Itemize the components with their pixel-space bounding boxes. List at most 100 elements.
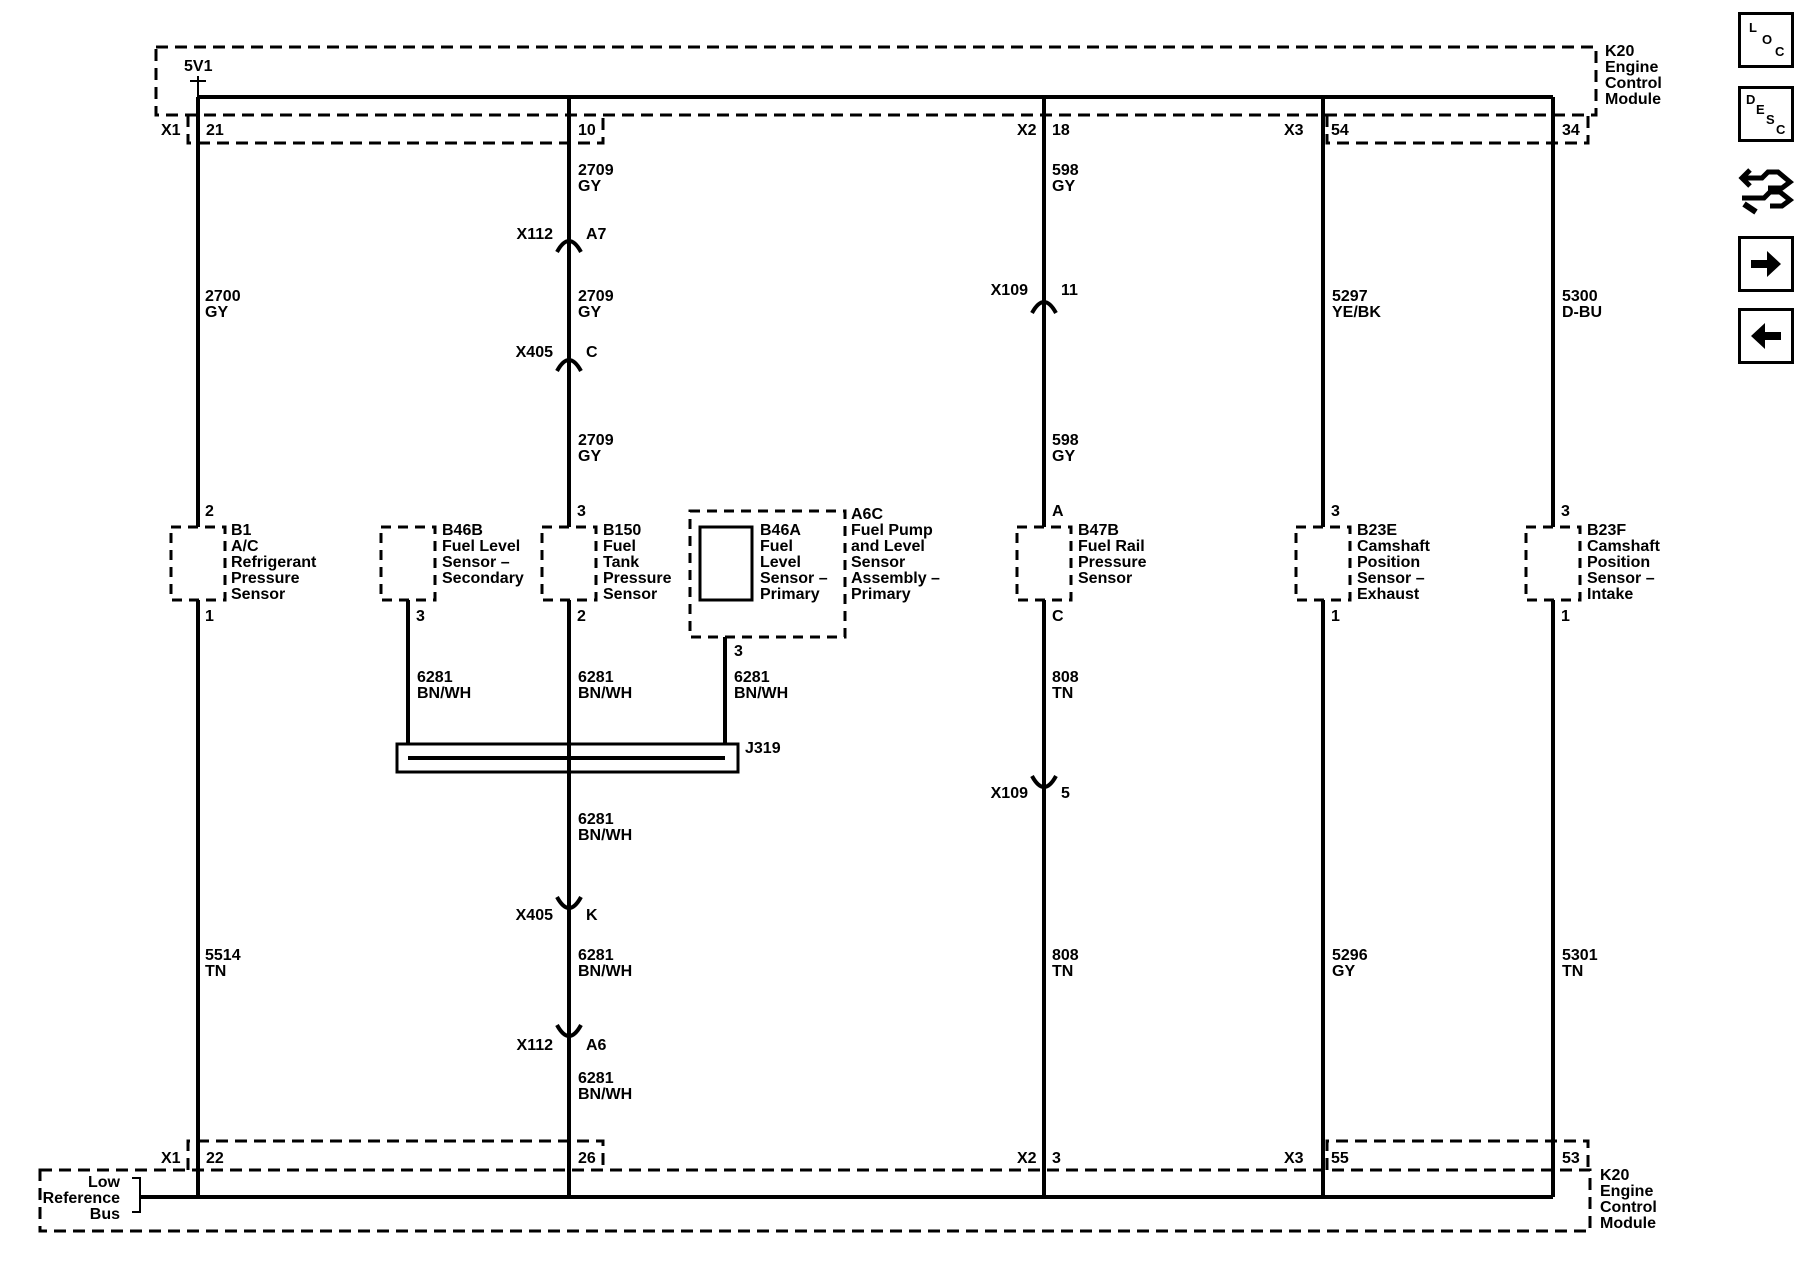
desc-button[interactable]: D E S C: [1738, 86, 1794, 142]
wire-808a-circuit: 808: [1052, 669, 1079, 686]
b47b-sensor-box: [1015, 525, 1073, 602]
b150-line-3: Pressure: [603, 570, 672, 587]
b47b-line-2: Pressure: [1078, 554, 1147, 571]
b1-pin-top: 2: [205, 503, 214, 520]
b47b-line-1: Fuel Rail: [1078, 538, 1145, 555]
prev-button[interactable]: [1738, 308, 1794, 364]
ecm-top-line-1: Engine: [1605, 59, 1658, 76]
ecm-bottom-line-1: Engine: [1600, 1183, 1653, 1200]
x112-top-connector: [555, 239, 583, 254]
wire-5296-color: GY: [1332, 963, 1355, 980]
b1-line-1: A/C: [231, 538, 259, 555]
loc-letter-l: L: [1749, 20, 1757, 35]
b23e-id: B23E: [1357, 522, 1397, 539]
x112-bottom-pin: A6: [586, 1037, 607, 1054]
x405-top-pin: C: [586, 344, 598, 361]
b23f-pin-top: 3: [1561, 503, 1570, 520]
top-x3-pin-34: 34: [1562, 122, 1580, 139]
x109-top-connector: [1030, 300, 1058, 315]
desc-letter-s: S: [1766, 112, 1775, 127]
ecm-top-line-2: Control: [1605, 75, 1662, 92]
b47b-pin-bottom: C: [1052, 608, 1064, 625]
b46a-sensor-box: [698, 525, 754, 602]
bottom-x2-pin-3: 3: [1052, 1150, 1061, 1167]
b23e-pin-top: 3: [1331, 503, 1340, 520]
b47b-id: B47B: [1078, 522, 1119, 539]
low-ref-line-3: Bus: [90, 1206, 120, 1223]
bottom-x1-pin-22: 22: [206, 1150, 224, 1167]
b46b-pin-bottom: 3: [416, 608, 425, 625]
wire-6281b-circuit: 6281: [578, 669, 614, 686]
wire-5296-circuit: 5296: [1332, 947, 1368, 964]
wire-2709c-circuit: 2709: [578, 432, 614, 449]
wire-2709b-color: GY: [578, 304, 601, 321]
ecm-bottom-x1-connector: [186, 1139, 605, 1170]
x112-top-name: X112: [517, 226, 554, 243]
wire-808a-color: TN: [1052, 685, 1073, 702]
top-x3-pin-54: 54: [1331, 122, 1349, 139]
b23f-line-3: Sensor –: [1587, 570, 1655, 587]
b46b-line-2: Sensor –: [442, 554, 510, 571]
ecm-top-name: K20: [1605, 43, 1634, 60]
tools-button[interactable]: [1738, 160, 1794, 216]
a6c-id: A6C: [851, 506, 883, 523]
b1-line-3: Pressure: [231, 570, 300, 587]
a6c-line-2: and Level: [851, 538, 925, 555]
top-x2-label: X2: [1017, 122, 1037, 139]
b46b-line-1: Fuel Level: [442, 538, 520, 555]
b150-pin-top: 3: [577, 503, 586, 520]
b46b-id: B46B: [442, 522, 483, 539]
x405-bottom-pin: K: [586, 907, 598, 924]
b1-line-2: Refrigerant: [231, 554, 317, 571]
wire-5297-circuit: 5297: [1332, 288, 1368, 305]
x109-bottom-connector: [1030, 774, 1058, 789]
bottom-x3-label: X3: [1284, 1150, 1304, 1167]
wire-5514-circuit: 5514: [205, 947, 241, 964]
desc-letter-e: E: [1756, 102, 1765, 117]
a6c-line-3: Sensor: [851, 554, 905, 571]
b47b-pin-top: A: [1052, 503, 1064, 520]
low-reference-bracket: [132, 1177, 141, 1213]
b23f-line-4: Intake: [1587, 586, 1633, 603]
bottom-x1-pin-26: 26: [578, 1150, 596, 1167]
top-x1-pin-10: 10: [578, 122, 596, 139]
wire-5297-color: YE/BK: [1332, 304, 1381, 321]
b23f-pin-bottom: 1: [1561, 608, 1570, 625]
wire-2700-color: GY: [205, 304, 228, 321]
wire-5300-color: D-BU: [1562, 304, 1602, 321]
loc-letter-c: C: [1775, 44, 1785, 59]
arrow-left-icon: [1751, 323, 1781, 349]
wire-5301-color: TN: [1562, 963, 1583, 980]
wiring-diagram: K20 Engine Control Module K20 Engine Con…: [38, 43, 1662, 1233]
x405-bottom-name: X405: [516, 907, 553, 924]
bottom-x1-label: X1: [161, 1150, 181, 1167]
ecm-top-line-3: Module: [1605, 91, 1661, 108]
wire-598b-color: GY: [1052, 448, 1075, 465]
wire-2709a-color: GY: [578, 178, 601, 195]
low-ref-line-1: Low: [88, 1174, 121, 1191]
ecm-bottom-line-2: Control: [1600, 1199, 1657, 1216]
a6c-line-5: Primary: [851, 586, 911, 603]
wire-6281f-circuit: 6281: [578, 1070, 614, 1087]
next-button[interactable]: [1738, 236, 1794, 292]
x109-bottom-name: X109: [991, 785, 1028, 802]
b150-line-2: Tank: [603, 554, 639, 571]
top-x1-label: X1: [161, 122, 181, 139]
loc-button[interactable]: L O C: [1738, 12, 1794, 68]
b23e-pin-bottom: 1: [1331, 608, 1340, 625]
x109-bottom-pin: 5: [1061, 785, 1070, 802]
b23f-id: B23F: [1587, 522, 1626, 539]
ecm-bottom-line-3: Module: [1600, 1215, 1656, 1232]
wire-2709b-circuit: 2709: [578, 288, 614, 305]
5v1-stub: [190, 76, 206, 97]
b23e-sensor-box: [1294, 525, 1352, 602]
x405-top-connector: [555, 358, 583, 373]
b1-sensor-box: [169, 525, 227, 602]
ecm-bottom-x3-connector: [1325, 1139, 1590, 1170]
top-x1-pin-21: 21: [206, 122, 224, 139]
desc-letter-d: D: [1746, 92, 1756, 107]
b1-id: B1: [231, 522, 252, 539]
wire-5300-circuit: 5300: [1562, 288, 1598, 305]
bottom-x2-label: X2: [1017, 1150, 1037, 1167]
x112-top-pin: A7: [586, 226, 607, 243]
